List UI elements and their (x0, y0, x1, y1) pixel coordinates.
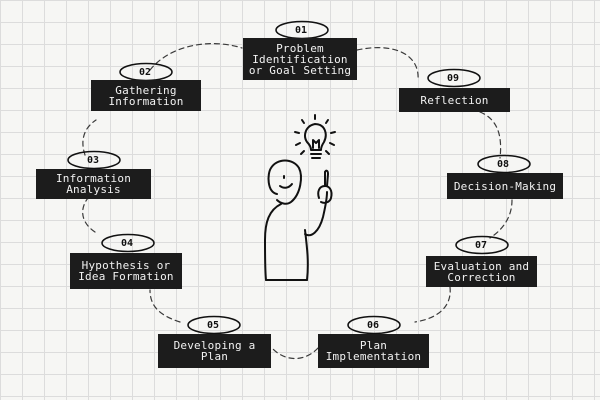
connector-02-01 (149, 43, 243, 71)
step-number: 01 (294, 24, 308, 36)
step-number: 04 (120, 237, 134, 249)
step-box: Developing a Plan (158, 334, 271, 368)
step-box: Information Analysis (36, 169, 151, 199)
hand-drawn-ellipse (427, 68, 481, 88)
step-box: Gathering Information (91, 80, 201, 111)
step-number-badge: 09 (427, 68, 481, 88)
step-number: 08 (496, 158, 510, 170)
connector-01-09 (356, 47, 419, 81)
step-number: 09 (446, 72, 460, 84)
step-box: Reflection (399, 88, 510, 112)
hand-drawn-ellipse (347, 315, 401, 335)
step-box: Problem Identification or Goal Setting (243, 38, 357, 80)
step-number-badge: 03 (67, 150, 121, 170)
step-number-badge: 08 (477, 154, 531, 174)
step-number-badge: 05 (187, 315, 241, 335)
hand-drawn-ellipse (101, 233, 155, 253)
connector-09-08 (479, 111, 502, 159)
step-number: 02 (138, 66, 152, 78)
step-number-badge: 01 (275, 20, 329, 40)
step-number-badge: 06 (347, 315, 401, 335)
thinking-person-icon (264, 114, 336, 281)
hand-drawn-ellipse (477, 154, 531, 174)
step-number: 06 (366, 319, 380, 331)
step-box: Evaluation and Correction (426, 256, 537, 287)
step-number-badge: 07 (455, 235, 509, 255)
step-box: Hypothesis or Idea Formation (70, 253, 182, 289)
hand-drawn-ellipse (455, 235, 509, 255)
connector-07-06 (414, 286, 451, 323)
connector-04-03 (82, 197, 96, 233)
step-number: 07 (474, 239, 488, 251)
step-box: Decision-Making (447, 173, 563, 199)
connector-08-07 (489, 199, 513, 239)
hand-drawn-ellipse (67, 150, 121, 170)
connector-06-05 (271, 347, 319, 360)
step-number-badge: 04 (101, 233, 155, 253)
hand-drawn-ellipse (187, 315, 241, 335)
lightbulb-icon (294, 114, 336, 159)
step-box: Plan Implementation (318, 334, 429, 368)
step-number: 05 (206, 319, 220, 331)
connector-03-02 (82, 119, 97, 156)
step-number: 03 (86, 154, 100, 166)
connector-05-04 (149, 289, 181, 323)
step-number-badge: 02 (119, 62, 173, 82)
